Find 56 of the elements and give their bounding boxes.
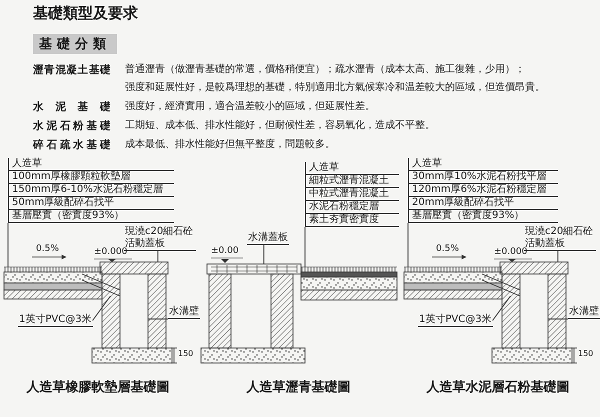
callout-stack xyxy=(8,158,174,223)
callout-stack xyxy=(305,162,399,227)
callout-label: 1英寸PVC@3米 xyxy=(18,314,93,327)
leader-line xyxy=(557,250,558,262)
callout-label: 水溝壁 xyxy=(168,306,200,319)
layer-label: 人造草 xyxy=(306,162,399,175)
callout-label: 1英寸PVC@3米 xyxy=(418,314,493,327)
foundation-type-label: 水泥石粉基礎 xyxy=(33,120,111,133)
layer-label: 120mm厚6%水泥石粉穩定層 xyxy=(409,184,558,197)
page-title: 基礎類型及要求 xyxy=(33,4,138,22)
foundation-type-label: 水泥基礎 xyxy=(33,101,111,114)
foundation-type-label: 瀝青混凝土基礎 xyxy=(33,64,111,77)
description-text: 成本最低、排水性能好但無平整度，問題較多。 xyxy=(125,139,335,151)
callout-stack xyxy=(408,158,558,223)
layer-label: 人造草 xyxy=(9,158,174,171)
layer-label: 50mm厚級配碎石找平 xyxy=(9,197,174,210)
layer-label: 水泥石粉穩定層 xyxy=(306,201,399,214)
layer-label: 20mm厚級配碎石找平 xyxy=(409,197,558,210)
layer-label: 中粒式瀝青混凝土 xyxy=(306,188,399,201)
slope-label: 0.5% xyxy=(436,244,459,255)
leader-line xyxy=(304,226,306,268)
description-text: 工期短、成本低、排水性能好，但耐候性差，容易氧化，造成不平整。 xyxy=(125,120,435,132)
layer-label: 100mm厚橡膠顆粒軟墊層 xyxy=(9,171,174,184)
slope-label: 0.5% xyxy=(36,244,59,255)
trench-wall xyxy=(548,274,566,348)
cover-slab xyxy=(100,262,168,274)
section-heading: 基礎分類 xyxy=(33,34,117,54)
layer-label: 細粒式瀝青混凝土 xyxy=(306,175,399,188)
layer-label: 人造草 xyxy=(409,158,558,171)
elevation-label: ±0.00 xyxy=(211,246,239,257)
leader-line xyxy=(148,318,168,320)
description-text: 强度好，經濟實用，適合温差較小的區域，但延展性差。 xyxy=(125,101,375,113)
dimension-label: 150 xyxy=(178,349,194,359)
artificial-turf-layer xyxy=(404,266,502,272)
trench-cover-grate xyxy=(206,264,302,274)
layer-label: 基層壓實（密實度93%） xyxy=(409,210,558,223)
figure-caption: 人造草水泥層石粉基礎圖 xyxy=(425,380,570,396)
callout-label: 水溝蓋板 xyxy=(247,232,289,245)
dimension-label: 150 xyxy=(578,349,594,359)
layer-label: 素土夯實密實度 xyxy=(306,214,399,227)
layer-label: 150mm厚6-10%水泥石粉穩定層 xyxy=(9,184,174,197)
trench-wall xyxy=(148,274,166,348)
artificial-turf-layer xyxy=(4,266,102,272)
leader-line xyxy=(263,244,264,264)
cover-slab xyxy=(500,262,568,274)
foundation-type-label: 碎石疏水基礎 xyxy=(33,139,111,152)
leader-line xyxy=(548,318,568,320)
leader-line xyxy=(157,250,158,262)
layer-label: 30mm厚10%水泥石粉找平層 xyxy=(409,171,558,184)
figure-caption: 人造草橡膠軟墊層基礎圖 xyxy=(25,380,170,396)
layer-label: 基層壓實（密實度93%） xyxy=(9,210,174,223)
description-text: 普通瀝青（做瀝青基礎的常選，價格稍便宜）；疏水瀝青（成本太高、施工復雜，少用）； xyxy=(125,64,525,76)
figure-caption: 人造草瀝青基礎圖 xyxy=(245,380,352,396)
description-text: 强度和延展性好，是較爲理想的基礎，特別適用北方氣候寒冷和温差較大的區域，但造價昂貴。 xyxy=(125,82,545,94)
callout-label: 水溝壁 xyxy=(568,306,600,319)
artificial-turf-layer xyxy=(300,266,398,272)
